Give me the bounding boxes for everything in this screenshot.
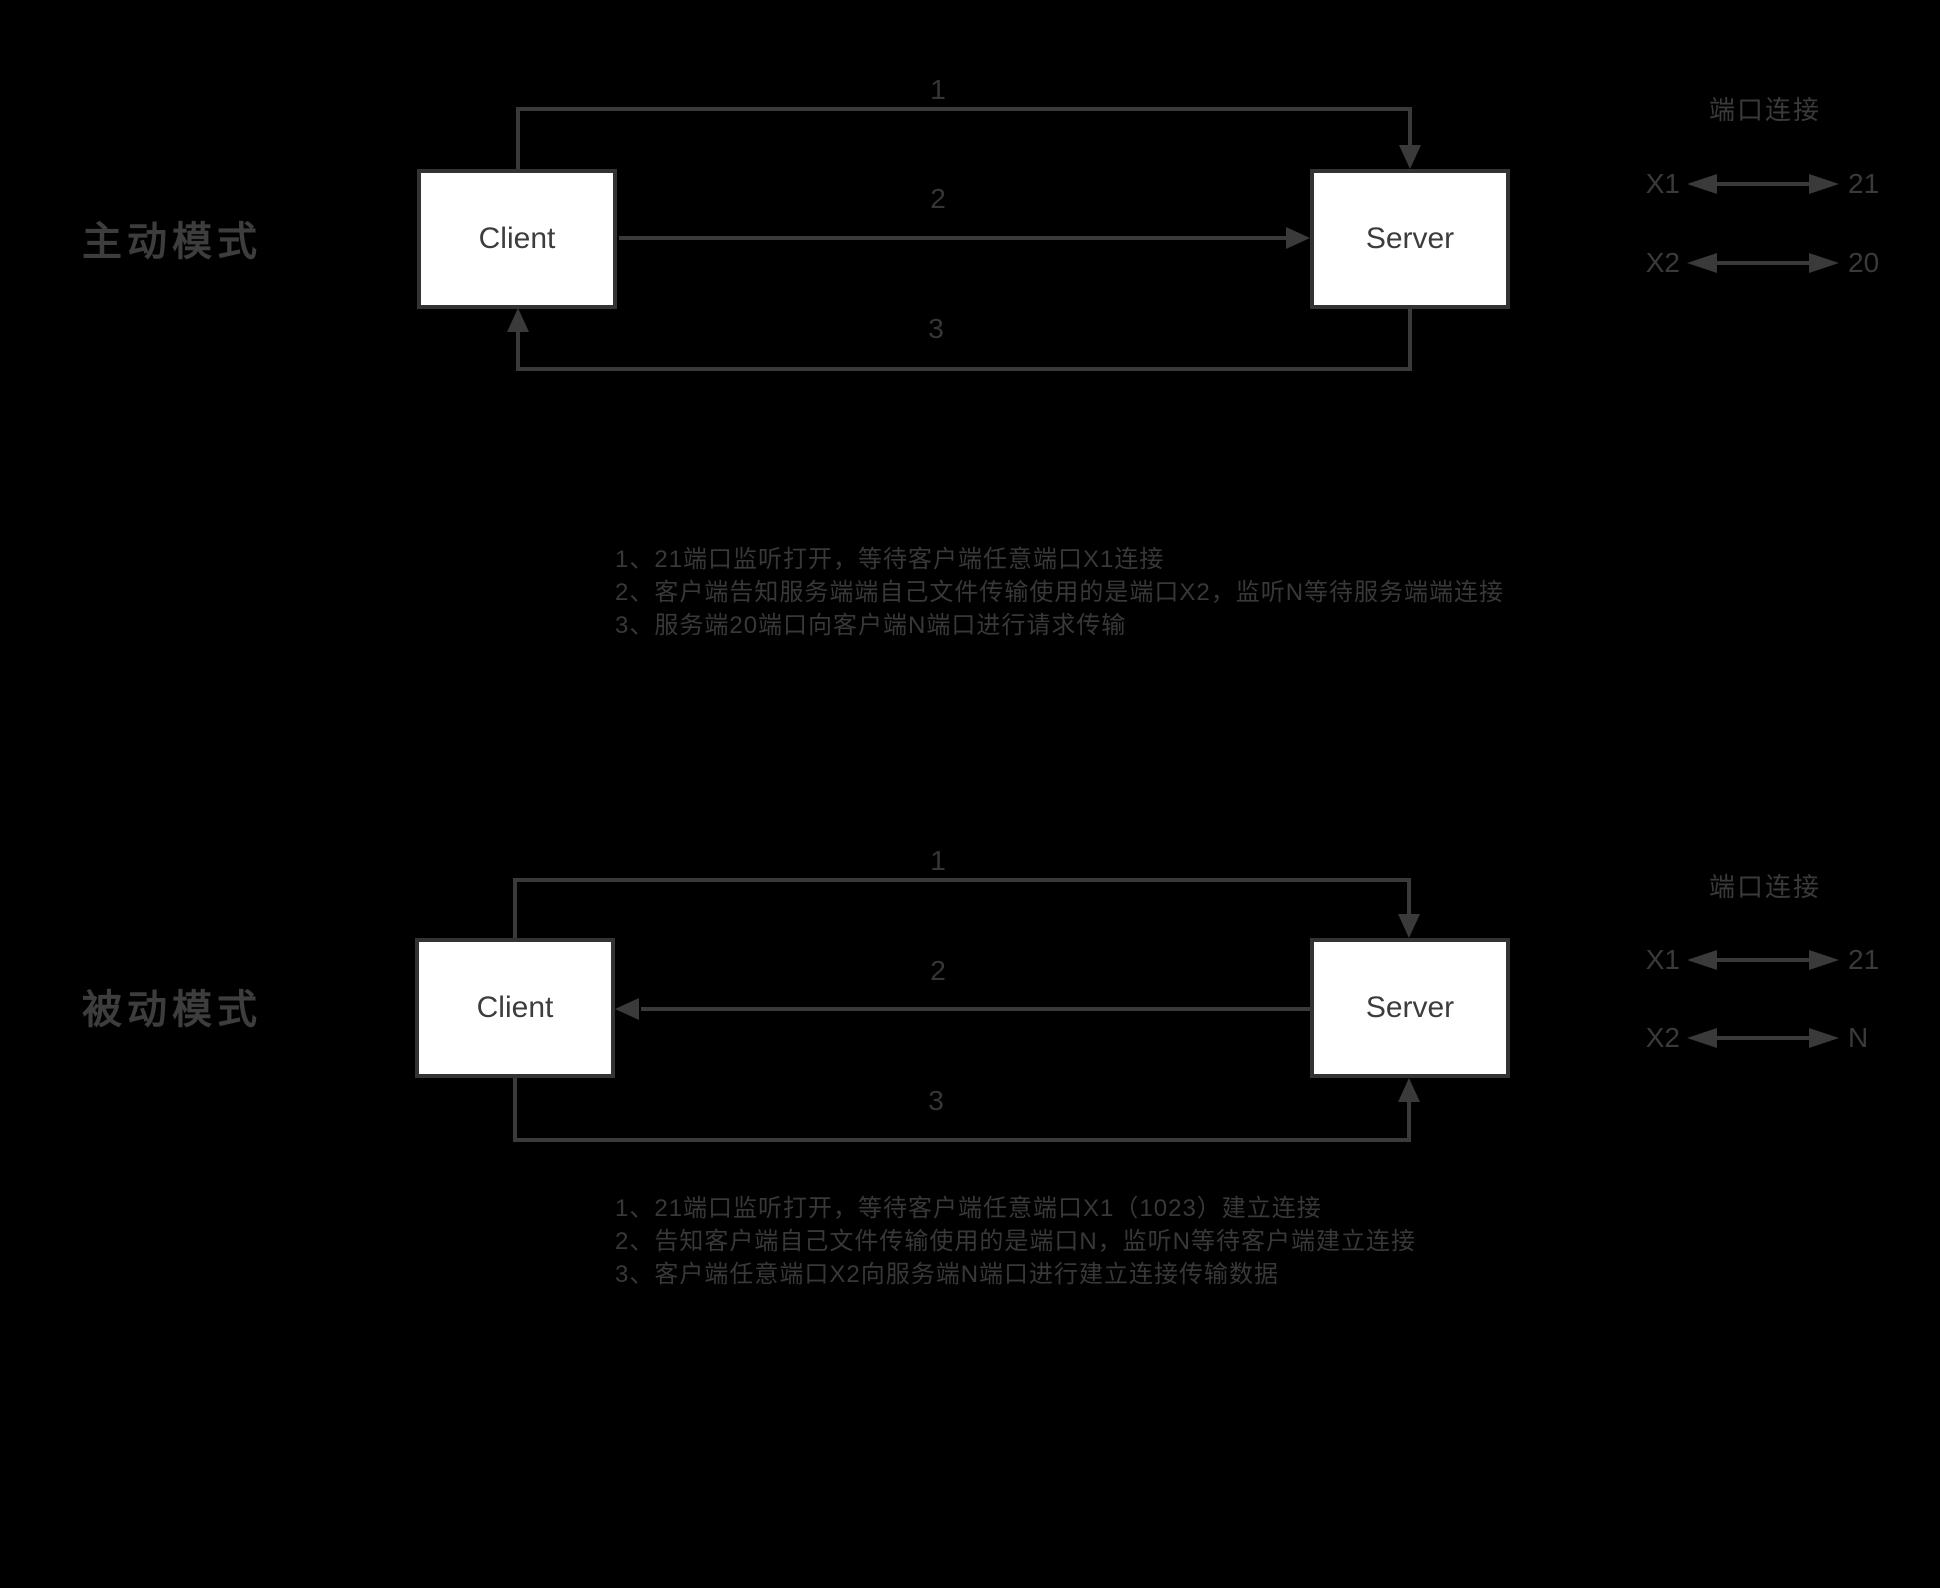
arrow-down-icon xyxy=(1398,914,1420,938)
arrow-right-icon xyxy=(1809,950,1839,970)
passive-step1-leg-left xyxy=(513,880,517,938)
passive-step3-line xyxy=(513,1138,1411,1142)
active-client-node: Client xyxy=(417,169,617,309)
active-step1-leg-right xyxy=(1408,107,1412,147)
arrow-left-icon xyxy=(1687,1028,1717,1048)
active-step1-number: 1 xyxy=(930,74,946,105)
active-legend-title: 端口连接 xyxy=(1708,95,1821,125)
arrow-right-icon xyxy=(1809,253,1839,273)
arrow-right-icon xyxy=(1809,174,1839,194)
active-step1-line xyxy=(516,107,1412,111)
arrow-down-icon xyxy=(1399,145,1421,169)
double-arrow-icon xyxy=(1687,950,1839,970)
arrow-right-icon xyxy=(1286,227,1310,249)
active-legend-row2-value: 20 xyxy=(1848,247,1880,278)
double-arrow-icon xyxy=(1687,174,1839,194)
active-step2-line xyxy=(619,236,1286,240)
passive-client-node: Client xyxy=(415,938,615,1078)
passive-legend-title: 端口连接 xyxy=(1708,872,1821,902)
active-legend-row2-key: X2 xyxy=(1645,247,1680,278)
arrow-up-icon xyxy=(1398,1078,1420,1102)
passive-mode-title: 被动模式 xyxy=(82,988,262,1032)
active-mode-title: 主动模式 xyxy=(82,220,262,264)
active-step3-leg-left xyxy=(516,330,520,371)
double-arrow-icon xyxy=(1687,1028,1839,1048)
active-step3-number: 3 xyxy=(928,313,944,344)
active-legend-row1-value: 21 xyxy=(1848,168,1880,199)
passive-step1-line xyxy=(513,878,1411,882)
arrow-left-icon xyxy=(1687,950,1717,970)
arrow-left-icon xyxy=(1687,253,1717,273)
active-note-2: 2、客户端告知服务端端自己文件传输使用的是端口X2，监听N等待服务端端连接 xyxy=(615,579,1505,606)
active-step3-leg-right xyxy=(1408,309,1412,371)
double-arrow-icon xyxy=(1687,253,1839,273)
passive-legend-row1-key: X1 xyxy=(1645,944,1680,975)
active-note-1: 1、21端口监听打开，等待客户端任意端口X1连接 xyxy=(615,546,1165,573)
active-server-label: Server xyxy=(1365,222,1455,255)
passive-step1-number: 1 xyxy=(930,845,946,876)
active-server-node: Server xyxy=(1310,169,1510,309)
arrow-right-icon xyxy=(1809,1028,1839,1048)
passive-server-label: Server xyxy=(1365,991,1455,1024)
passive-note-1: 1、21端口监听打开，等待客户端任意端口X1（1023）建立连接 xyxy=(615,1195,1322,1222)
passive-legend-row2-key: X2 xyxy=(1645,1022,1680,1053)
active-note-3: 3、服务端20端口向客户端N端口进行请求传输 xyxy=(615,612,1127,639)
arrow-left-icon xyxy=(615,998,639,1020)
active-legend-row1-key: X1 xyxy=(1645,168,1680,199)
passive-server-node: Server xyxy=(1310,938,1510,1078)
passive-note-3: 3、客户端任意端口X2向服务端N端口进行建立连接传输数据 xyxy=(615,1261,1280,1288)
passive-legend-row1-value: 21 xyxy=(1848,944,1880,975)
active-step2-number: 2 xyxy=(930,183,946,214)
passive-step1-leg-right xyxy=(1407,878,1411,916)
arrow-left-icon xyxy=(1687,174,1717,194)
passive-note-2: 2、告知客户端自己文件传输使用的是端口N，监听N等待客户端建立连接 xyxy=(615,1228,1417,1255)
passive-step2-number: 2 xyxy=(930,955,946,986)
passive-step2-line xyxy=(641,1007,1310,1011)
passive-legend-row2-value: N xyxy=(1848,1022,1869,1053)
arrow-up-icon xyxy=(507,308,529,332)
active-client-label: Client xyxy=(478,222,556,255)
passive-step3-leg-right xyxy=(1407,1100,1411,1140)
passive-step3-leg-left xyxy=(513,1078,517,1140)
passive-step3-number: 3 xyxy=(928,1085,944,1116)
passive-client-label: Client xyxy=(476,991,554,1024)
active-step3-line xyxy=(516,367,1412,371)
active-step1-leg-left xyxy=(516,109,520,169)
